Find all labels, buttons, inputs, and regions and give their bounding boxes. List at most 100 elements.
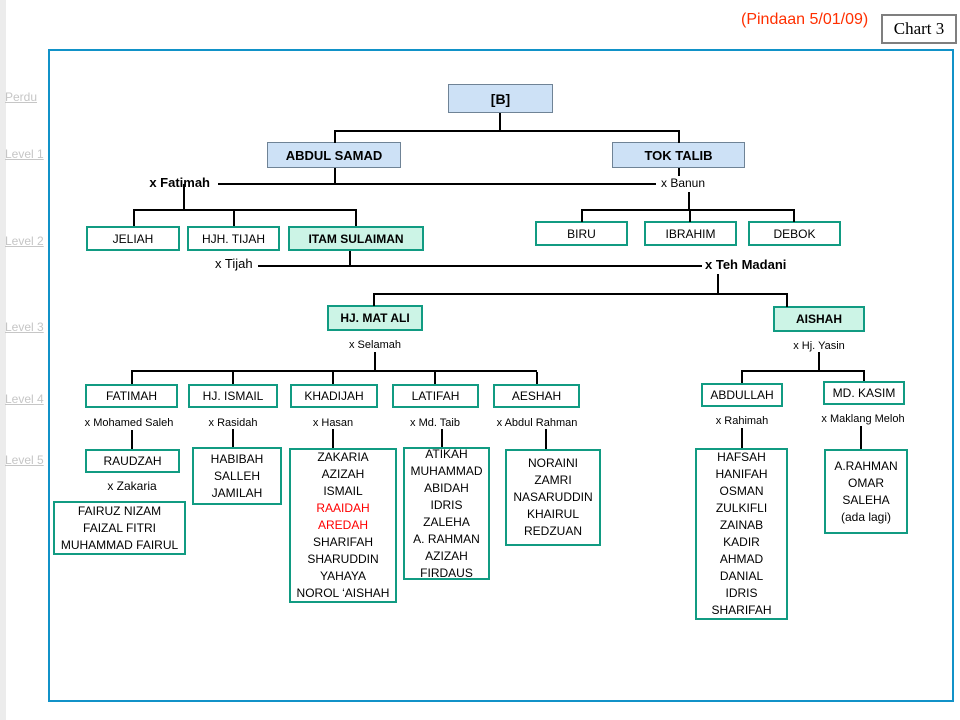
spouse-label-md-taib: x Md. Taib: [410, 417, 460, 429]
child-name: AZIZAH: [425, 548, 468, 563]
child-name: FIRDAUS: [420, 565, 473, 580]
children-box-khadijah: ZAKARIA AZIZAH ISMAIL RAAIDAH AREDAH SHA…: [289, 448, 397, 603]
node-biru: BIRU: [535, 221, 628, 246]
connector-line: [334, 131, 336, 143]
child-name: KHAIRUL: [526, 507, 579, 521]
child-name: OSMAN: [719, 484, 764, 498]
connector-line: [678, 168, 680, 176]
spouse-label-fatimah: x Fatimah: [149, 175, 210, 190]
connector-line: [818, 352, 820, 371]
child-name: FAIZAL FITRI: [83, 520, 156, 535]
child-name: A.RAHMAN: [834, 458, 898, 473]
connector-line: [688, 192, 690, 209]
child-name: NASARUDDIN: [513, 490, 593, 504]
child-name: MUHAMMAD FAIRUL: [60, 537, 179, 552]
connector-line: [131, 370, 537, 372]
node-latifah: LATIFAH: [392, 384, 479, 408]
child-name: AZIZAH: [321, 467, 365, 481]
child-name: ZAKARIA: [317, 450, 369, 464]
node-ibrahim: IBRAHIM: [644, 221, 737, 246]
connector-line: [131, 430, 133, 449]
side-label-level5: Level 5: [5, 453, 44, 467]
connector-line: [374, 352, 376, 371]
node-abdul-samad: ABDUL SAMAD: [267, 142, 401, 168]
connector-line: [536, 372, 538, 384]
connector-line: [741, 428, 743, 448]
children-box-hj-ismail: HABIBAH SALLEH JAMILAH: [192, 447, 282, 505]
connector-line: [741, 372, 743, 383]
child-name: ZALEHA: [423, 514, 470, 529]
children-box-raudzah: FAIRUZ NIZAM FAIZAL FITRI MUHAMMAD FAIRU…: [53, 501, 186, 555]
child-name: REDZUAN: [523, 524, 582, 538]
child-name-highlighted: RAAIDAH: [316, 501, 370, 515]
connector-line: [678, 131, 680, 143]
spouse-label-banun: x Banun: [661, 176, 706, 190]
child-name: ATIKAH: [425, 446, 468, 461]
child-name: ZAINAB: [719, 518, 764, 532]
child-name: HANIFAH: [715, 467, 768, 481]
node-hjh-tijah: HJH. TIJAH: [187, 226, 280, 251]
spouse-label-abdul-rahman: x Abdul Rahman: [496, 417, 578, 429]
child-name: ISMAIL: [323, 484, 363, 498]
connector-line: [332, 372, 334, 384]
children-box-abdullah: HAFSAH HANIFAH OSMAN ZULKIFLI ZAINAB KAD…: [695, 448, 788, 620]
spouse-label-hasan: x Hasan: [312, 417, 354, 429]
side-label-perdu: Perdu: [5, 90, 38, 104]
spouse-label-selamah: x Selamah: [349, 339, 401, 351]
child-name: A. RAHMAN: [413, 531, 480, 546]
child-name: ZULKIFLI: [715, 501, 768, 515]
spouse-label-teh-madani: x Teh Madani: [705, 257, 787, 272]
child-name: JAMILAH: [211, 485, 263, 500]
spouse-label-mohamed-saleh: x Mohamed Saleh: [84, 417, 174, 429]
spouse-label-rahimah: x Rahimah: [715, 415, 769, 427]
children-box-md-kasim: A.RAHMAN OMAR SALEHA (ada lagi): [824, 449, 908, 534]
connector-line: [689, 210, 691, 222]
connector-line: [133, 209, 357, 211]
child-name: DANIAL: [719, 569, 764, 583]
child-name: SALEHA: [842, 492, 890, 507]
connector-line: [860, 426, 862, 449]
connector-line: [499, 113, 501, 131]
connector-line: [434, 372, 436, 384]
children-box-aeshah: NORAINI ZAMRI NASARUDDIN KHAIRUL REDZUAN: [505, 449, 601, 546]
child-name: SHARIFAH: [711, 603, 772, 617]
connector-line: [183, 184, 185, 210]
chart-number-label: Chart 3: [881, 14, 957, 44]
connector-line: [218, 183, 656, 185]
child-name: SHARIFAH: [312, 535, 373, 549]
connector-line: [741, 370, 865, 372]
connector-line: [441, 429, 443, 447]
child-name: HAFSAH: [717, 450, 766, 464]
node-root: [B]: [448, 84, 553, 113]
child-name: ABIDAH: [424, 480, 469, 495]
side-label-level4: Level 4: [5, 392, 44, 406]
node-aeshah: AESHAH: [493, 384, 580, 408]
connector-line: [355, 210, 357, 226]
children-box-latifah: ATIKAH MUHAMMAD ABIDAH IDRIS ZALEHA A. R…: [403, 447, 490, 580]
node-raudzah: RAUDZAH: [85, 449, 180, 473]
node-abdullah: ABDULLAH: [701, 383, 783, 407]
node-khadijah: KHADIJAH: [290, 384, 378, 408]
child-name: YAHAYA: [319, 569, 366, 583]
child-name: AHMAD: [719, 552, 764, 566]
spouse-label-zakaria: x Zakaria: [107, 479, 157, 493]
child-name: MUHAMMAD: [410, 463, 483, 478]
connector-line: [863, 372, 865, 381]
connector-line: [332, 429, 334, 448]
revision-note: (Pindaan 5/01/09): [741, 11, 869, 28]
child-name: HABIBAH: [210, 451, 264, 466]
child-name: IDRIS: [725, 586, 758, 600]
child-name: NOROL ‘AISHAH: [296, 586, 390, 600]
connector-line: [133, 210, 135, 226]
connector-line: [786, 295, 788, 307]
child-name: IDRIS: [430, 497, 463, 512]
child-name: ZAMRI: [534, 473, 572, 487]
spouse-label-tijah: x Tijah: [215, 256, 253, 271]
connector-line: [373, 295, 375, 306]
connector-line: [349, 251, 351, 266]
connector-line: [232, 429, 234, 447]
child-name: FAIRUZ NIZAM: [77, 503, 162, 518]
connector-line: [793, 210, 795, 222]
node-tok-talib: TOK TALIB: [612, 142, 745, 168]
